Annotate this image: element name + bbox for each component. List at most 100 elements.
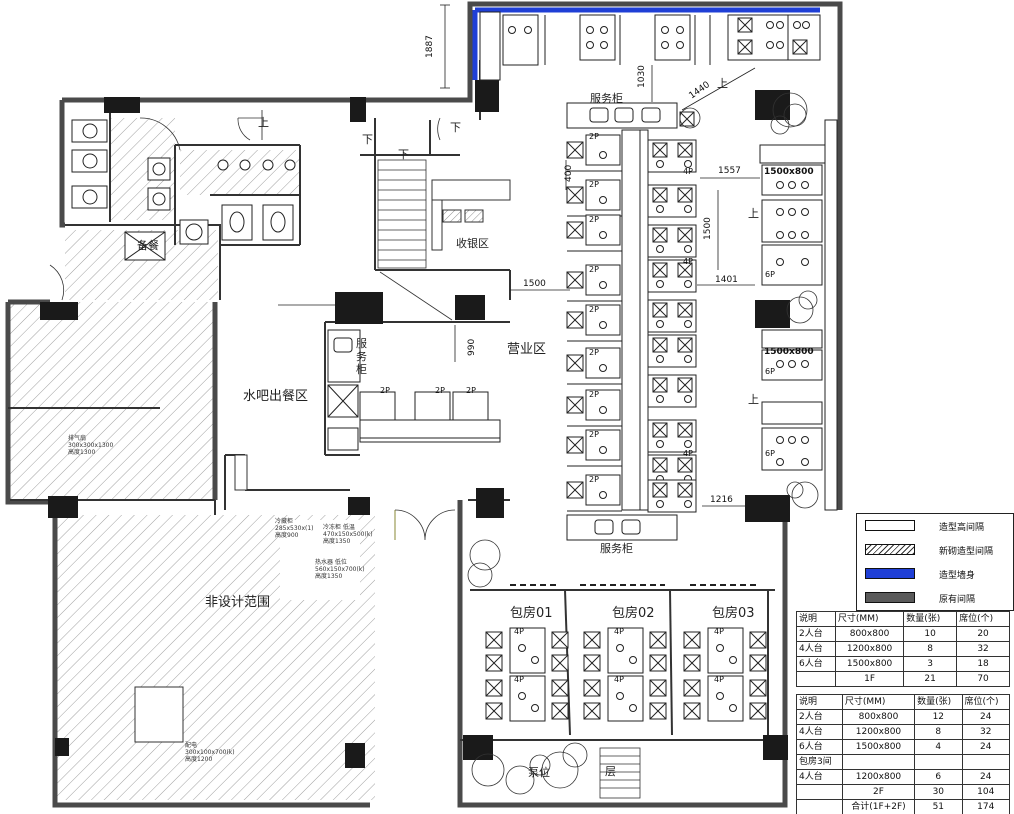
seat-tag: 4P <box>614 627 624 636</box>
central-booth-spine <box>621 129 649 511</box>
seat-tag: 2P <box>589 390 599 399</box>
table-cell: 800x800 <box>841 709 916 725</box>
top-chairs <box>679 17 808 127</box>
seat-tag: 6P <box>765 270 775 279</box>
table-cell: 2F <box>841 784 916 800</box>
down-marker-1: 下 <box>362 133 373 146</box>
pantry-label: 备餐 <box>137 239 159 252</box>
table-cell: 21 <box>903 671 958 687</box>
table-cell: 104 <box>961 784 1011 800</box>
dim-400: 400 <box>564 164 574 182</box>
seat-tag: 2P <box>589 348 599 357</box>
seat-tag: 2P <box>589 132 599 141</box>
dim-990: 990 <box>467 338 477 356</box>
interior-walls <box>8 60 785 741</box>
seat-tag: 2P <box>380 386 390 395</box>
table-cell: 800x800 <box>834 626 905 642</box>
table-size-a: 1500x800 <box>764 167 814 177</box>
table-cell: 8 <box>914 724 963 740</box>
legend: 造型高间隔 新砌造型间隔 造型墙身 原有间隔 <box>856 513 1014 611</box>
table-header-cell: 说明 <box>796 694 843 710</box>
dim-1500-horizontal: 1500 <box>523 279 546 289</box>
legend-swatch-decor-partition <box>865 520 915 531</box>
seat-tag: 2P <box>589 265 599 274</box>
table-cell: 8 <box>903 641 958 657</box>
table-cell: 2人台 <box>796 709 843 725</box>
private-room-2-label: 包房02 <box>612 606 655 621</box>
table-cell: 1200x800 <box>841 724 916 740</box>
table-cell: 4 <box>914 739 963 755</box>
cashier-desk <box>431 179 511 251</box>
up-marker-1: 上 <box>258 116 269 129</box>
table-cell: 1200x800 <box>834 641 905 657</box>
seat-tag: 4P <box>714 675 724 684</box>
legend-swatch-new-partition <box>865 544 915 555</box>
up-marker-3: 上 <box>748 207 759 220</box>
legend-label-existing-partition: 原有间隔 <box>939 595 976 605</box>
legend-label-new-partition: 新砌造型间隔 <box>939 547 994 557</box>
dim-1500-vertical: 1500 <box>703 217 713 240</box>
legend-swatch-existing-partition <box>865 592 915 603</box>
table-cell <box>796 784 843 800</box>
table-cell: 6人台 <box>796 656 836 672</box>
private-room-3-label: 包房03 <box>712 606 755 621</box>
table-cell: 10 <box>903 626 958 642</box>
seat-tag: 4P <box>514 627 524 636</box>
private-rooms <box>485 627 767 722</box>
legend-row-feature-wall: 造型墙身 <box>857 562 1013 586</box>
seat-tag: 2P <box>589 475 599 484</box>
service-cabinet-top-shape <box>566 102 678 129</box>
dim-1401: 1401 <box>715 275 738 285</box>
table-row: 包房3间 <box>796 754 1011 770</box>
table-cell: 1500x800 <box>841 739 916 755</box>
table-size-b: 1500x800 <box>764 347 814 357</box>
structural-columns <box>40 80 790 768</box>
legend-row-decor-partition: 造型高间隔 <box>857 514 1013 538</box>
table-cell: 20 <box>956 626 1010 642</box>
table-cell: 1F <box>834 671 905 687</box>
equipment-note-2: 冷藏柜 285x530x(1) 高度900 <box>275 518 314 539</box>
legend-swatch-feature-wall <box>865 568 915 579</box>
seat-tag: 6P <box>765 449 775 458</box>
table-header-cell: 数量(张) <box>903 611 958 627</box>
non-design-area <box>10 118 375 800</box>
table-cell: 合计(1F+2F) <box>841 799 916 814</box>
up-marker-2: 上 <box>717 77 728 90</box>
staircase <box>377 159 641 799</box>
table-cell: 18 <box>956 656 1010 672</box>
doors <box>49 117 456 541</box>
equipment-outline <box>134 454 248 743</box>
table-cell <box>796 671 836 687</box>
table-cell <box>796 799 843 814</box>
table-header-cell: 席位(个) <box>956 611 1010 627</box>
top-booth-circles <box>508 21 810 49</box>
equipment-note-5: 配电 300x100x700(k) 高度1200 <box>185 742 235 763</box>
dim-1887: 1887 <box>425 35 435 58</box>
table-cell: 51 <box>914 799 963 814</box>
water-bar-label: 水吧出餐区 <box>243 389 309 404</box>
equipment-note-4: 热水器 低位 560x150x700(k) 高度1350 <box>315 559 365 580</box>
table-cell: 174 <box>961 799 1011 814</box>
table-cell: 1500x800 <box>834 656 905 672</box>
table-cell: 24 <box>961 709 1011 725</box>
table-cell <box>841 754 916 770</box>
right-wall-booths <box>759 119 838 511</box>
legend-label-decor-partition: 造型高间隔 <box>939 523 985 533</box>
seat-tag: 2P <box>589 430 599 439</box>
seat-tag: 4P <box>614 675 624 684</box>
table-header-cell: 尺寸(MM) <box>834 611 905 627</box>
seat-tag: 6P <box>765 367 775 376</box>
equipment-note-1: 排气扇 300x300x1300 高度1300 <box>68 435 114 456</box>
seat-tag: 4P <box>514 675 524 684</box>
table-cell: 4人台 <box>796 641 836 657</box>
table-header-row: 说明尺寸(MM)数量(张)席位(个) <box>796 611 1010 627</box>
table-cell: 4人台 <box>796 769 843 785</box>
